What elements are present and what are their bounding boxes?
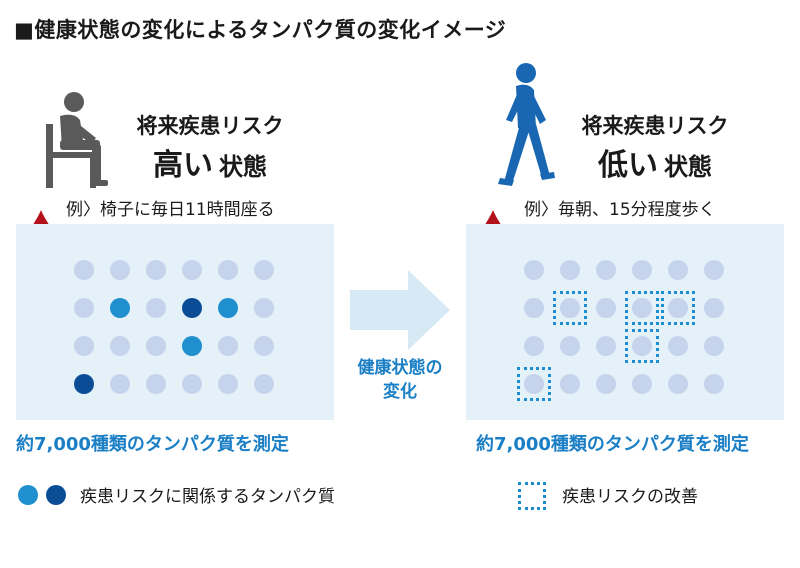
right-protein-dot	[632, 260, 652, 280]
right-protein-dot	[560, 374, 580, 394]
right-protein-panel	[466, 224, 784, 420]
right-protein-dot	[704, 260, 724, 280]
left-protein-dot	[218, 260, 238, 280]
arrow-label-line2: 変化	[383, 382, 417, 402]
left-protein-dot	[182, 260, 202, 280]
right-improvement-box	[625, 291, 659, 325]
right-panel-caption: 約7,000種類のタンパク質を測定	[476, 434, 749, 455]
right-risk-label: 将来疾患リスク	[581, 114, 729, 138]
right-protein-dot	[668, 336, 688, 356]
right-protein-dot	[560, 336, 580, 356]
left-protein-dot	[110, 298, 130, 318]
light-blue-dot-icon	[18, 485, 38, 505]
left-protein-dot	[254, 298, 274, 318]
left-risk-suffix: 状態	[219, 153, 267, 181]
left-protein-dot	[146, 260, 166, 280]
right-protein-dot	[704, 374, 724, 394]
dotted-square-icon	[518, 482, 546, 510]
right-protein-dot	[596, 336, 616, 356]
right-improvement-box	[625, 329, 659, 363]
right-protein-dot	[632, 298, 652, 318]
left-protein-dot	[254, 260, 274, 280]
left-protein-dot	[182, 374, 202, 394]
left-protein-dot	[146, 374, 166, 394]
right-improvement-box	[661, 291, 695, 325]
left-protein-panel	[16, 224, 334, 420]
left-risk-level-value: 高い	[153, 148, 213, 183]
left-protein-dot	[146, 336, 166, 356]
right-protein-dot	[704, 298, 724, 318]
right-dot-grid	[466, 224, 784, 420]
right-protein-dot	[524, 260, 544, 280]
right-protein-dot	[524, 374, 544, 394]
right-protein-dot	[668, 260, 688, 280]
right-risk-level-value: 低い	[598, 148, 658, 183]
left-protein-dot	[254, 374, 274, 394]
left-protein-dot	[218, 298, 238, 318]
page-title: ■健康状態の変化によるタンパク質の変化イメージ	[14, 18, 507, 42]
right-protein-dot	[560, 260, 580, 280]
right-protein-dot	[596, 260, 616, 280]
right-improvement-box	[553, 291, 587, 325]
right-risk-level: 低い状態	[555, 140, 755, 184]
left-protein-dot	[182, 336, 202, 356]
left-protein-dot	[182, 298, 202, 318]
right-protein-dot	[596, 298, 616, 318]
left-protein-dot	[218, 336, 238, 356]
right-protein-dot	[524, 336, 544, 356]
right-protein-dot	[632, 336, 652, 356]
left-example-text: 例〉椅子に毎日11時間座る	[66, 200, 275, 220]
arrow-label-line1: 健康状態の	[357, 358, 443, 378]
right-protein-dot	[632, 374, 652, 394]
left-protein-dot	[254, 336, 274, 356]
legend-disease-protein-label: 疾患リスクに関係するタンパク質	[80, 487, 335, 507]
right-risk-suffix: 状態	[664, 153, 712, 181]
left-protein-dot	[74, 298, 94, 318]
right-protein-dot	[524, 298, 544, 318]
left-risk-label: 将来疾患リスク	[136, 114, 284, 138]
legend-improvement-label: 疾患リスクの改善	[562, 487, 698, 507]
arrow-label: 健康状態の 変化	[330, 356, 470, 404]
right-example-text: 例〉毎朝、15分程度歩く	[524, 200, 716, 220]
dark-blue-dot-icon	[46, 485, 66, 505]
left-protein-dot	[74, 260, 94, 280]
left-protein-dot	[146, 298, 166, 318]
right-protein-dot	[596, 374, 616, 394]
left-protein-dot	[110, 336, 130, 356]
walking-person-icon	[498, 63, 555, 186]
right-improvement-box	[517, 367, 551, 401]
left-risk-level: 高い状態	[110, 140, 310, 184]
left-protein-dot	[110, 260, 130, 280]
right-protein-dot	[560, 298, 580, 318]
sitting-person-icon	[46, 92, 108, 188]
right-protein-dot	[704, 336, 724, 356]
left-protein-dot	[74, 374, 94, 394]
right-arrow-icon	[350, 270, 450, 350]
right-protein-dot	[668, 298, 688, 318]
left-protein-dot	[110, 374, 130, 394]
left-protein-dot	[218, 374, 238, 394]
right-protein-dot	[668, 374, 688, 394]
left-protein-dot	[74, 336, 94, 356]
left-dot-grid	[16, 224, 334, 420]
left-panel-caption: 約7,000種類のタンパク質を測定	[16, 434, 289, 455]
